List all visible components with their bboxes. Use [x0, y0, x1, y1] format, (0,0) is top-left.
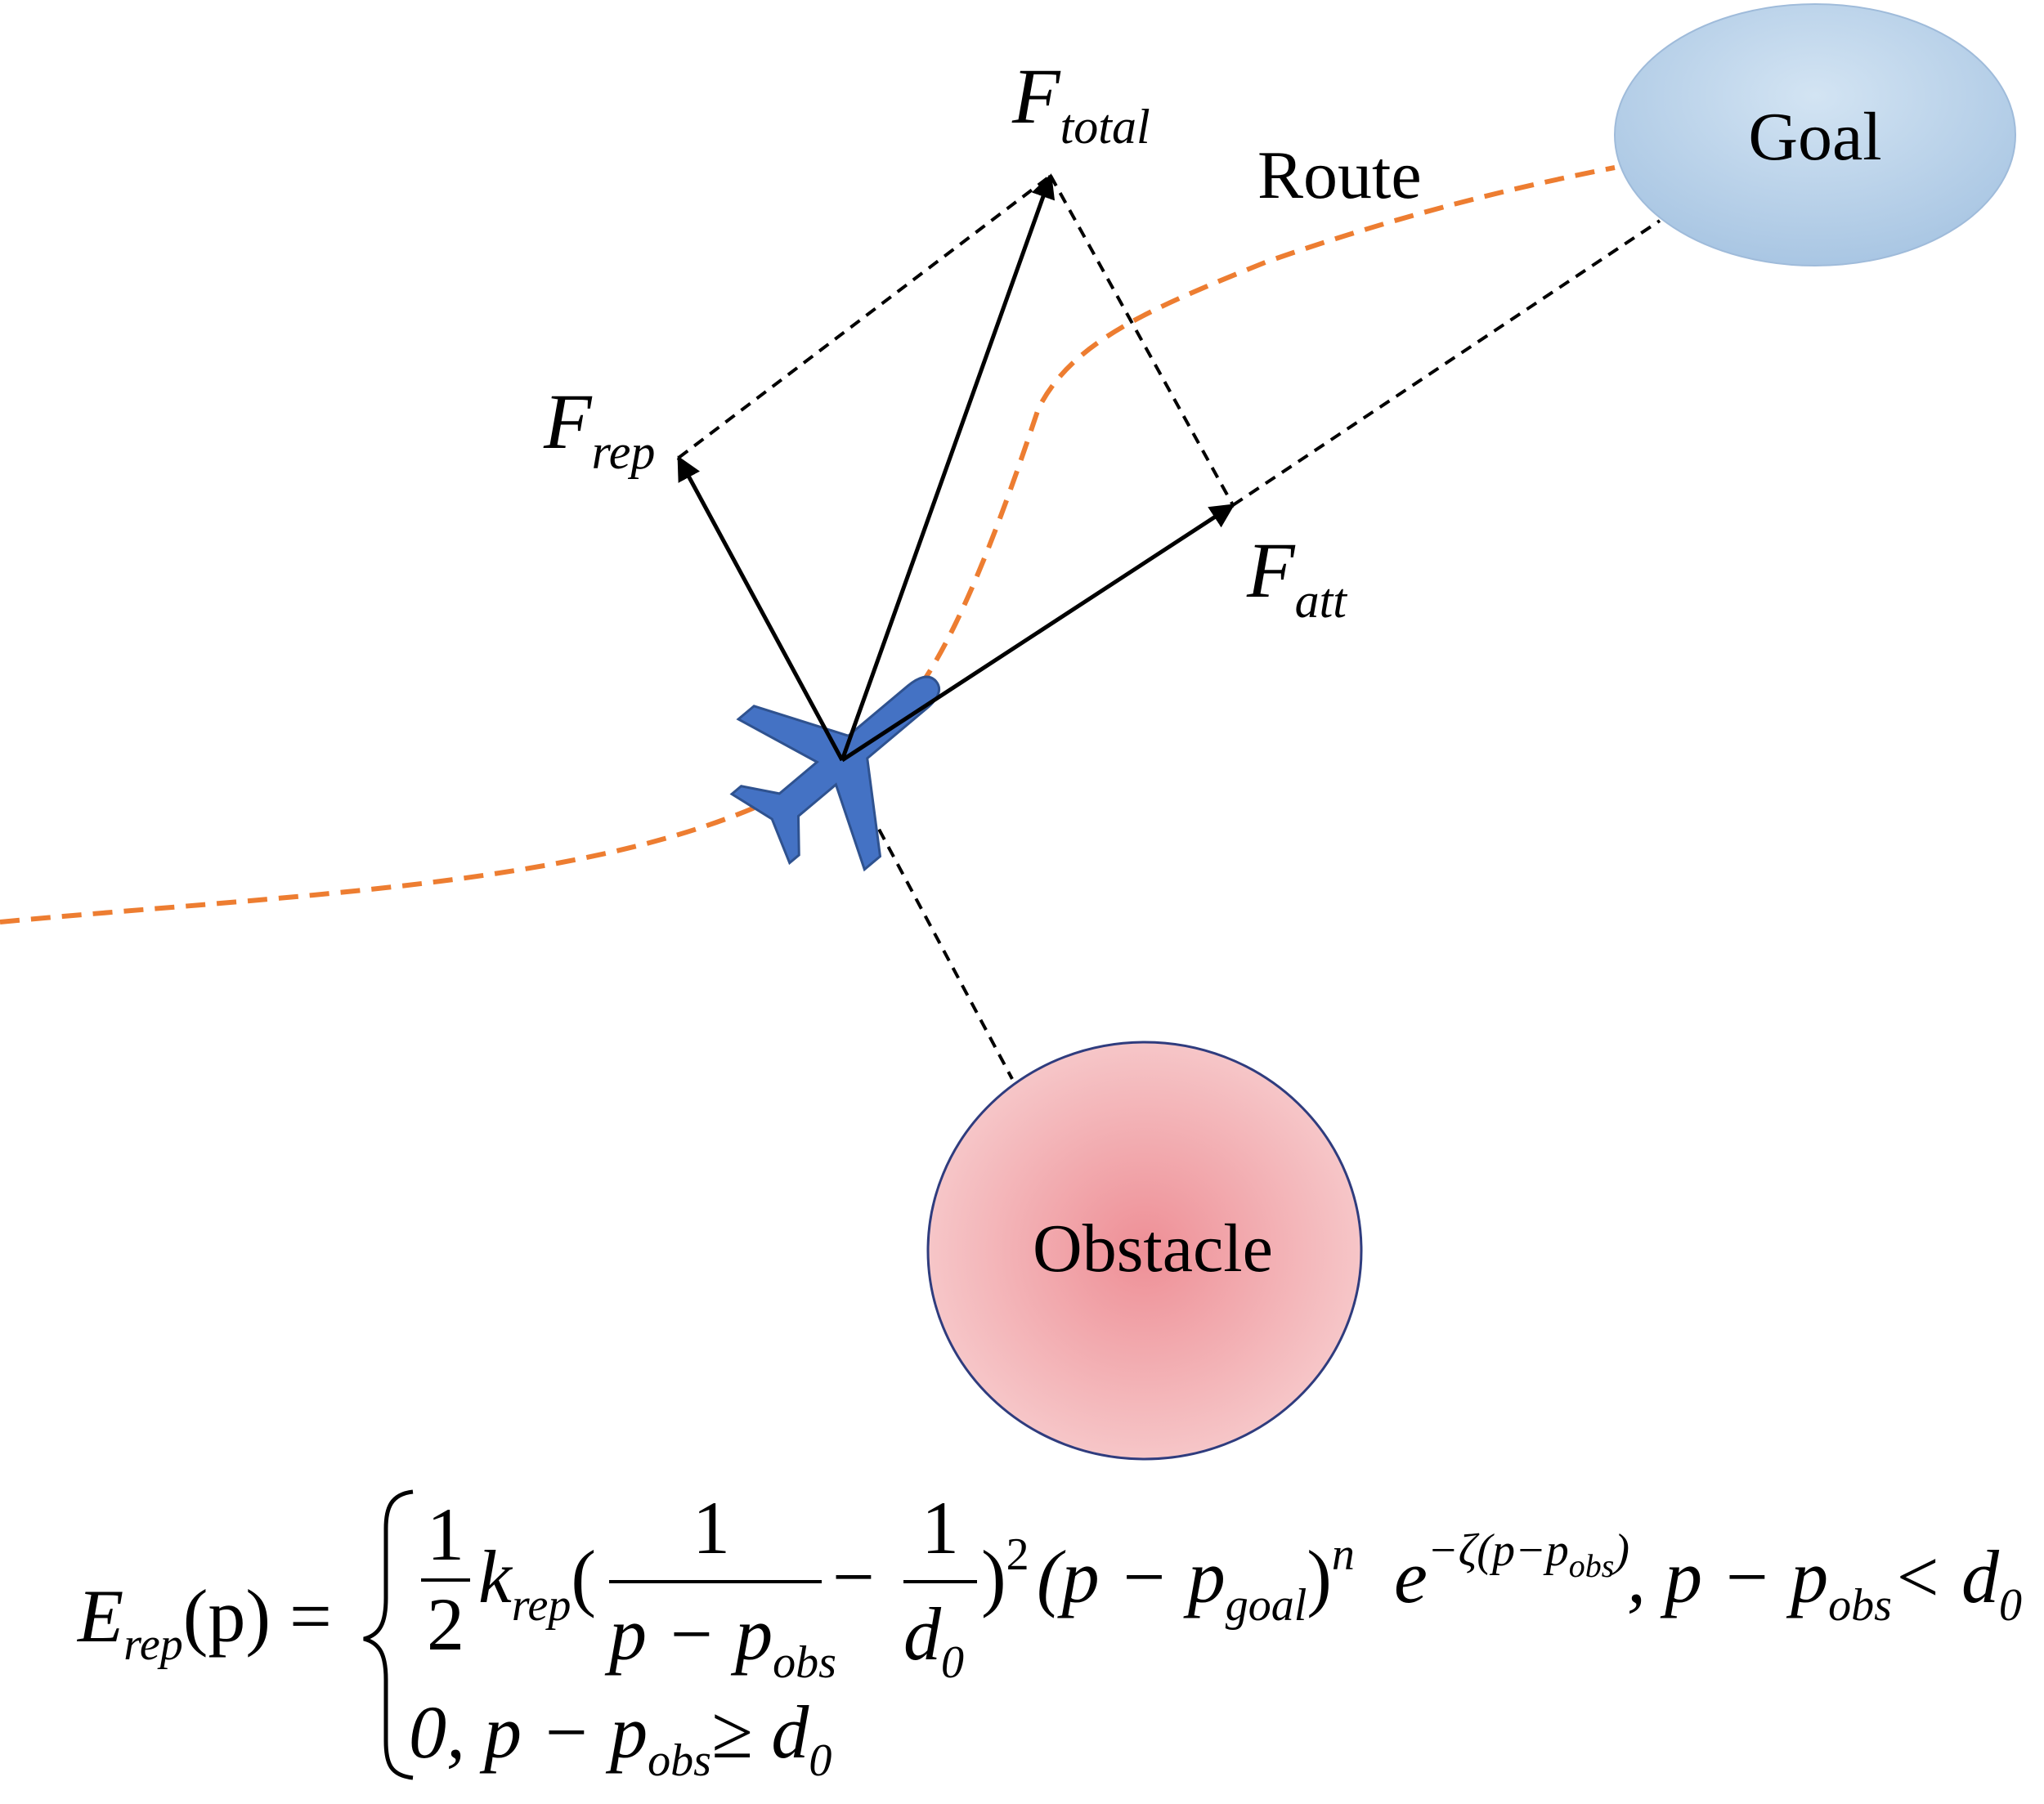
- obstacle-node: [926, 1041, 1363, 1461]
- f-rep-label: Frep: [543, 378, 655, 479]
- goal-node: [1614, 3, 2016, 266]
- eq-case2: 0, p − pobs≥ d0: [409, 1690, 831, 1786]
- eq-frac1-den: p − pobs: [604, 1592, 836, 1688]
- eq-lhs: Erep(p) =: [76, 1574, 332, 1670]
- eq-half-den: 2: [427, 1582, 464, 1666]
- f-total-arrow: [840, 173, 1056, 761]
- eq-frac1-num: 1: [693, 1486, 730, 1569]
- eq-goal-term: (p − pgoal)n: [1037, 1529, 1355, 1631]
- eq-frac2-num: 1: [921, 1486, 959, 1569]
- eq-frac2-den: d0: [903, 1592, 964, 1688]
- eq-close-sq: )2: [981, 1529, 1029, 1618]
- eq-k: krep(: [478, 1535, 596, 1631]
- f-rep-arrow: [676, 455, 845, 762]
- route-label: Route: [1257, 137, 1422, 213]
- repulsive-energy-equation: Erep(p) = 1 2 krep( 1 p − pobs − 1 d0 )2: [76, 1486, 2022, 1786]
- f-att-arrow: [840, 503, 1235, 763]
- eq-minus: −: [832, 1535, 875, 1618]
- dash-rep-to-total: [677, 174, 1052, 459]
- eq-half-num: 1: [427, 1493, 464, 1576]
- f-att-label: Fatt: [1246, 526, 1347, 628]
- route-path: [0, 165, 1616, 924]
- dash-total-to-att: [1049, 175, 1235, 506]
- obstacle-label: Obstacle: [1033, 1211, 1273, 1287]
- eq-cond1: , p − pobs< d0: [1627, 1535, 2022, 1631]
- eq-exp: e−ζ(p−pobs): [1394, 1525, 1629, 1618]
- goal-label: Goal: [1748, 99, 1881, 175]
- f-total-label: Ftotal: [1011, 52, 1150, 154]
- eq-brace: [363, 1489, 414, 1780]
- dash-att-to-goal: [1231, 219, 1661, 507]
